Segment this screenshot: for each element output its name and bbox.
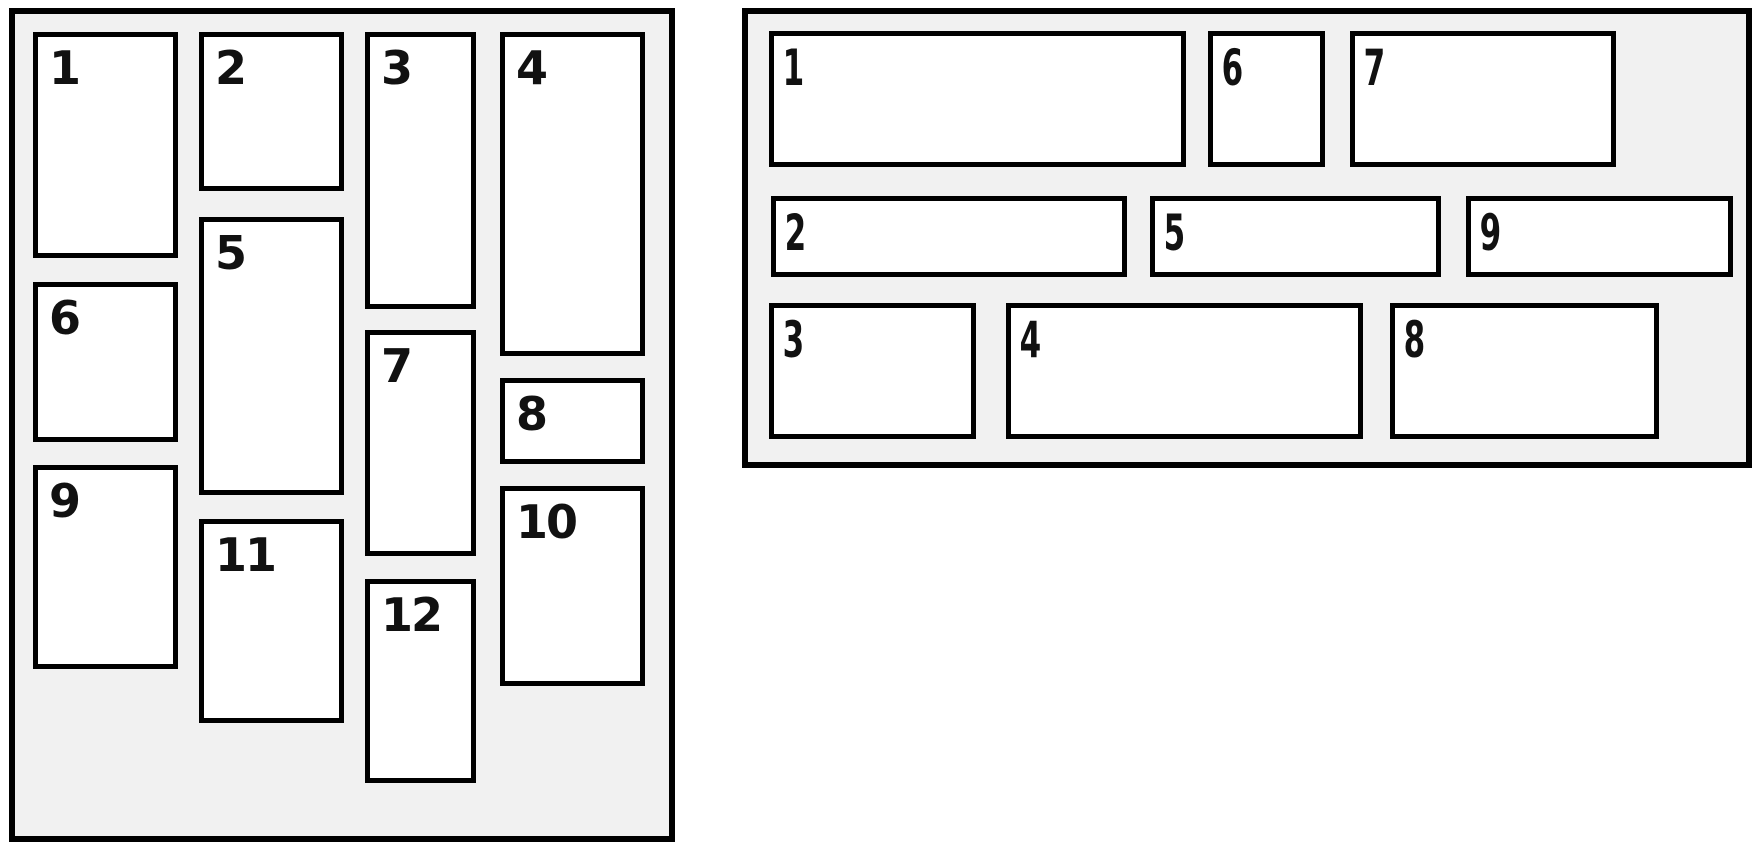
box-number-label: 5: [1163, 204, 1186, 262]
left-layout-box-4: 4: [500, 32, 645, 356]
box-number-label: 3: [381, 41, 413, 95]
box-number-label: 8: [1403, 311, 1426, 369]
box-number-label: 1: [49, 41, 81, 95]
box-number-label: 5: [215, 226, 247, 280]
left-layout-box-6: 6: [33, 282, 178, 442]
box-number-label: 2: [215, 41, 247, 95]
box-number-label: 12: [381, 588, 443, 642]
box-number-label: 7: [1363, 39, 1386, 97]
box-number-label: 4: [516, 41, 548, 95]
left-layout-box-7: 7: [365, 330, 476, 556]
left-layout-box-2: 2: [199, 32, 344, 191]
left-layout-box-11: 11: [199, 519, 344, 723]
box-number-label: 4: [1019, 311, 1042, 369]
right-layout-box-8: 8: [1390, 303, 1659, 439]
box-number-label: 6: [49, 291, 81, 345]
left-layout-box-12: 12: [365, 579, 476, 783]
box-number-label: 11: [215, 528, 277, 582]
box-number-label: 10: [516, 495, 578, 549]
left-layout-box-1: 1: [33, 32, 178, 258]
left-layout-box-8: 8: [500, 378, 645, 464]
right-layout-box-6: 6: [1208, 31, 1325, 167]
box-number-label: 8: [516, 387, 548, 441]
box-number-label: 6: [1221, 39, 1244, 97]
right-layout-box-9: 9: [1466, 196, 1733, 277]
right-layout-box-1: 1: [769, 31, 1186, 167]
box-number-label: 1: [782, 39, 805, 97]
box-number-label: 9: [1479, 204, 1502, 262]
right-layout-box-2: 2: [771, 196, 1127, 277]
left-layout-box-3: 3: [365, 32, 476, 309]
right-layout-box-3: 3: [769, 303, 976, 439]
box-number-label: 7: [381, 339, 413, 393]
right-layout-box-7: 7: [1350, 31, 1616, 167]
right-layout-box-5: 5: [1150, 196, 1441, 277]
right-layout-box-4: 4: [1006, 303, 1363, 439]
box-number-label: 9: [49, 474, 81, 528]
box-number-label: 2: [784, 204, 807, 262]
left-layout-box-5: 5: [199, 217, 344, 495]
left-layout-box-9: 9: [33, 465, 178, 669]
box-number-label: 3: [782, 311, 805, 369]
left-layout-box-10: 10: [500, 486, 645, 686]
